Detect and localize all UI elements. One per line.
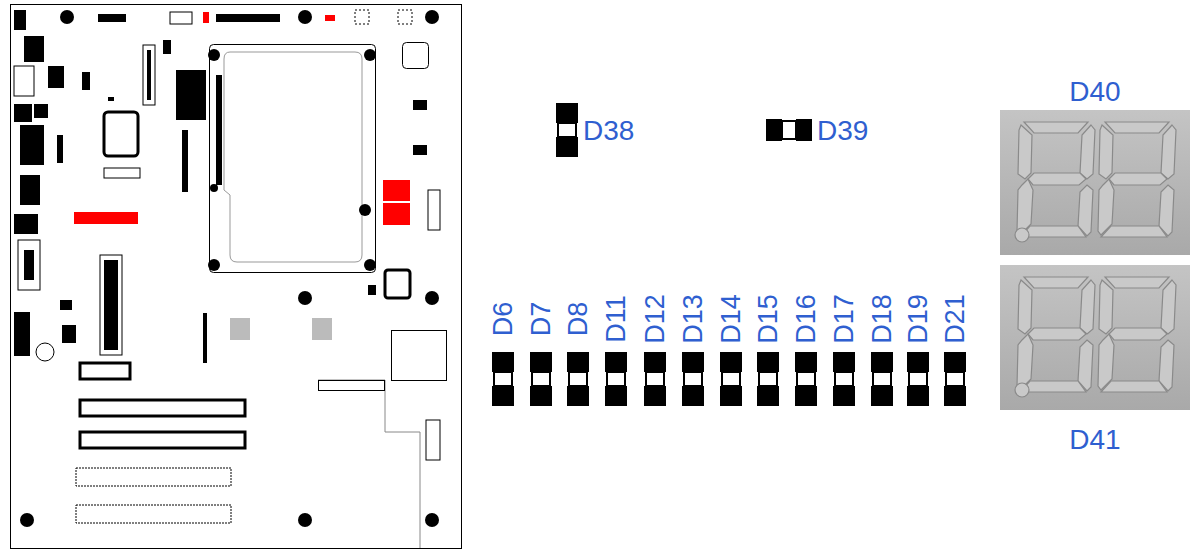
led-label: D13 — [680, 294, 707, 344]
led-label: D8 — [565, 302, 592, 337]
led-label: D12 — [642, 294, 669, 344]
led-label: D38 — [583, 117, 634, 145]
led-label: D6 — [490, 302, 517, 337]
seven-segment-display — [1000, 110, 1190, 255]
led-symbol — [766, 119, 812, 141]
seven-segment-display — [1000, 265, 1190, 410]
led-label: D16 — [793, 294, 820, 344]
motherboard — [11, 5, 462, 549]
led-label: D15 — [755, 294, 782, 344]
display-label: D40 — [1069, 78, 1120, 106]
led-label: D19 — [905, 294, 932, 344]
led-label: D7 — [528, 302, 555, 337]
mounting-holes — [20, 10, 439, 527]
display-label: D41 — [1069, 426, 1120, 454]
highlighted-parts — [74, 12, 410, 225]
components — [14, 10, 440, 523]
led-label: D39 — [817, 117, 868, 145]
led-label: D14 — [718, 294, 745, 344]
led-symbol — [556, 103, 578, 157]
led-label: D17 — [831, 294, 858, 344]
led-label: D18 — [869, 294, 896, 344]
led-label: D11 — [603, 295, 630, 343]
led-row — [492, 352, 966, 406]
led-label: D21 — [942, 294, 969, 344]
